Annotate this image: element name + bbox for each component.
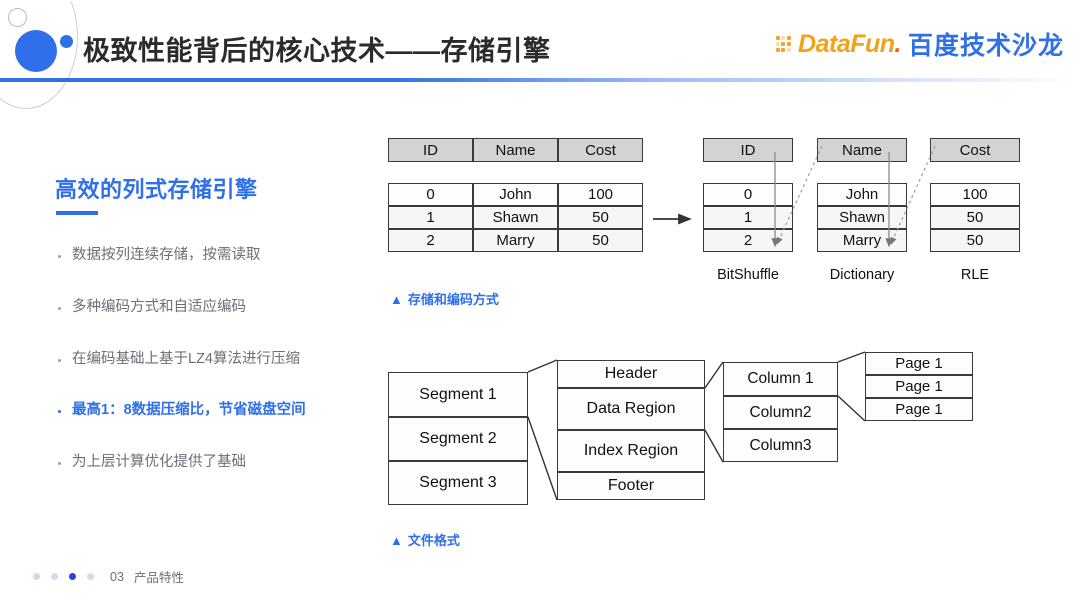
- file-part-box: Footer: [557, 472, 705, 500]
- page-box: Page 1: [865, 398, 973, 421]
- encoded-column-cell: Shawn: [817, 206, 907, 229]
- source-table-cell: John: [473, 183, 558, 206]
- column-box: Column3: [723, 429, 838, 462]
- list-item: 多种编码方式和自适应编码: [58, 297, 388, 319]
- file-part-box: Index Region: [557, 430, 705, 472]
- connector-segment-to-file-bottom: [527, 416, 558, 501]
- bullet-dot-icon: [58, 358, 61, 362]
- figure1-caption: ▲ 存储和编码方式: [390, 289, 499, 308]
- section-number: 03: [110, 569, 124, 584]
- encoding-label-dictionary: Dictionary: [829, 267, 895, 283]
- bullet-dot-icon: [58, 306, 61, 310]
- bullet-dot-icon: [58, 255, 61, 258]
- source-table-cell: 50: [558, 229, 643, 252]
- encoded-column-cell: 2: [703, 229, 793, 252]
- source-table-cell: Shawn: [473, 206, 558, 229]
- file-part-box: Data Region: [557, 388, 705, 430]
- file-part-box: Header: [557, 360, 705, 388]
- connector-file-to-column-top: [704, 361, 724, 389]
- source-table-cell: 1: [388, 206, 473, 229]
- page-title: 极致性能背后的核心技术——存储引擎: [83, 36, 551, 66]
- figure-file-format: Segment 1 Segment 2 Segment 3 Header Dat…: [385, 350, 1045, 520]
- progress-dot[interactable]: [51, 573, 58, 580]
- column-box: Column 1: [723, 362, 838, 396]
- header-divider: [0, 78, 1080, 82]
- list-item-label: 数据按列连续存储，按需读取: [72, 247, 261, 263]
- encoded-column-cell: John: [817, 183, 907, 206]
- triangle-marker-icon: ▲: [390, 292, 403, 307]
- source-table-header-cell: Name: [473, 138, 558, 162]
- triangle-marker-icon: ▲: [390, 533, 403, 548]
- logo-brand-dot: .: [894, 29, 902, 58]
- progress-dot[interactable]: [87, 573, 94, 580]
- figure2-caption: ▲ 文件格式: [390, 530, 460, 549]
- column-box: Column2: [723, 396, 838, 429]
- source-table-cell: 2: [388, 229, 473, 252]
- source-table-cell: 0: [388, 183, 473, 206]
- logo-pixel-dots-icon: [775, 36, 792, 52]
- figure-storage-encoding: ID Name Cost 0 John 100 1 Shawn 50 2 Mar…: [385, 132, 1045, 307]
- section-heading-underline: [56, 211, 98, 215]
- slide-footer: 03 产品特性: [33, 567, 184, 586]
- figure2-caption-text: 文件格式: [407, 533, 460, 548]
- bullet-dot-icon: [58, 410, 61, 414]
- encoded-column-cell: 1: [703, 206, 793, 229]
- section-heading: 高效的列式存储引擎: [55, 177, 258, 202]
- connector-column-to-page-top: [837, 351, 866, 363]
- encoding-label-bitshuffle: BitShuffle: [717, 267, 779, 283]
- segment-box: Segment 1: [388, 372, 528, 417]
- source-table-header-cell: ID: [388, 138, 473, 162]
- list-item: 在编码基础上基于LZ4算法进行压缩: [58, 349, 388, 371]
- list-item-label: 多种编码方式和自适应编码: [72, 298, 246, 315]
- page-box: Page 1: [865, 375, 973, 398]
- decorative-ring-circle: [8, 8, 27, 27]
- progress-dot-active[interactable]: [69, 573, 76, 580]
- section-label: 产品特性: [133, 571, 184, 585]
- brand-logo: DataFun. 百度技术沙龙: [775, 26, 1064, 62]
- encoded-column-cell: 50: [930, 206, 1020, 229]
- source-table-cell: Marry: [473, 229, 558, 252]
- list-item-label: 在编码基础上基于LZ4算法进行压缩: [72, 350, 300, 367]
- list-item-label: 最高1：8数据压缩比，节省磁盘空间: [72, 402, 306, 419]
- list-item-highlighted: 最高1：8数据压缩比，节省磁盘空间: [58, 400, 388, 422]
- source-table-cell: 50: [558, 206, 643, 229]
- decorative-small-dot: [60, 35, 73, 48]
- encoded-column-cell: 0: [703, 183, 793, 206]
- logo-datafun-text: DataFun.: [798, 30, 901, 59]
- page-box: Page 1: [865, 352, 973, 375]
- encoded-column-cell: 50: [930, 229, 1020, 252]
- progress-dot[interactable]: [33, 573, 40, 580]
- bullet-dot-icon: [58, 462, 61, 465]
- connector-file-to-column-bottom: [704, 429, 724, 463]
- encoded-column-header: Name: [817, 138, 907, 162]
- logo-chinese-text: 百度技术沙龙: [907, 32, 1064, 60]
- segment-box: Segment 3: [388, 461, 528, 505]
- encoded-column-header: Cost: [930, 138, 1020, 162]
- progress-dots: [33, 573, 94, 580]
- decorative-large-dot: [15, 30, 57, 72]
- encoded-column-header: ID: [703, 138, 793, 162]
- figure1-caption-text: 存储和编码方式: [407, 292, 499, 307]
- source-table-cell: 100: [558, 183, 643, 206]
- encoded-column-cell: Marry: [817, 229, 907, 252]
- list-item-label: 为上层计算优化提供了基础: [72, 454, 246, 470]
- logo-brand-word: DataFun: [798, 29, 895, 58]
- encoding-label-rle: RLE: [960, 267, 990, 283]
- list-item: 为上层计算优化提供了基础: [58, 452, 388, 474]
- bullet-list: 数据按列连续存储，按需读取 多种编码方式和自适应编码 在编码基础上基于LZ4算法…: [58, 245, 388, 504]
- segment-box: Segment 2: [388, 417, 528, 461]
- encoded-column-cell: 100: [930, 183, 1020, 206]
- list-item: 数据按列连续存储，按需读取: [58, 245, 388, 267]
- connector-column-to-page-bottom: [837, 395, 866, 422]
- source-table-header-cell: Cost: [558, 138, 643, 162]
- connector-segment-to-file-top: [527, 359, 558, 373]
